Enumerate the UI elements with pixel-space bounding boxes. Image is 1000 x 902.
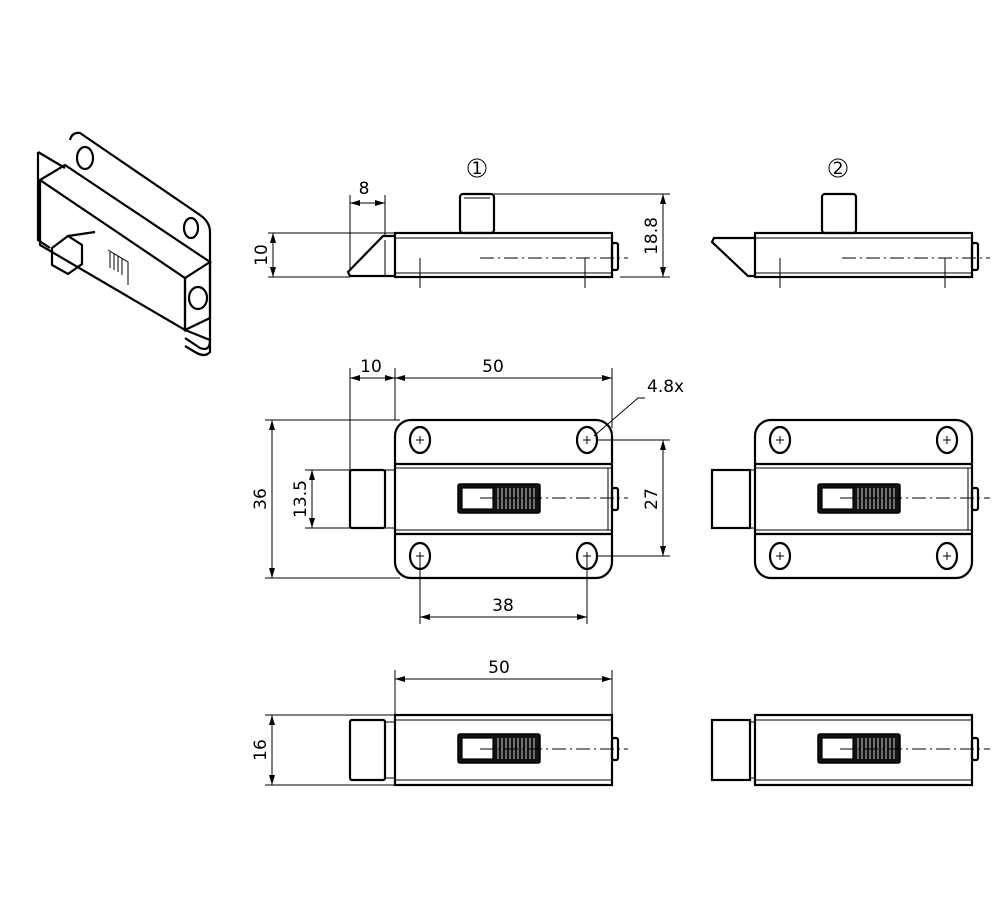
dimension-hole-spacing-vertical: 27: [597, 439, 670, 557]
svg-text:38: 38: [492, 596, 514, 616]
variant-marker-2: [828, 158, 848, 178]
svg-text:10: 10: [252, 244, 272, 266]
dimension-body-height-bottom: 16: [251, 714, 395, 786]
svg-text:1: 1: [472, 159, 483, 179]
svg-text:27: 27: [642, 488, 662, 510]
dimension-plate-height: 36: [251, 419, 400, 579]
dimension-hole-callout: 4.8x: [593, 377, 684, 437]
dimension-overall-height: 18.8: [494, 193, 670, 278]
svg-text:36: 36: [251, 488, 271, 510]
bottom-view-2: [710, 713, 990, 787]
dimension-bolt-height-side: 10: [252, 232, 395, 278]
svg-text:8: 8: [359, 179, 370, 199]
svg-text:10: 10: [360, 357, 382, 377]
svg-text:13.5: 13.5: [291, 480, 311, 518]
dimension-bolt-height-front: 13.5: [291, 469, 350, 529]
variant-marker-1: [467, 158, 487, 178]
dimension-body-length-bottom: 50: [394, 658, 613, 715]
front-view-1: [348, 418, 628, 580]
side-view-2: 2: [710, 158, 990, 288]
side-view-1: 1: [346, 158, 628, 288]
isometric-view: [36, 131, 213, 357]
svg-text:2: 2: [833, 159, 844, 179]
svg-text:50: 50: [482, 357, 504, 377]
dimension-bolt-bevel: 8: [349, 179, 386, 270]
svg-text:50: 50: [488, 658, 510, 678]
svg-text:18.8: 18.8: [642, 217, 662, 255]
dimension-bolt-projection-and-length: 10 50: [349, 357, 613, 470]
svg-text:4.8x: 4.8x: [647, 377, 684, 397]
bottom-view-1: [348, 713, 628, 787]
svg-text:16: 16: [251, 739, 271, 761]
front-view-2: [710, 418, 990, 580]
dimension-hole-spacing-horizontal: 38: [419, 556, 588, 624]
